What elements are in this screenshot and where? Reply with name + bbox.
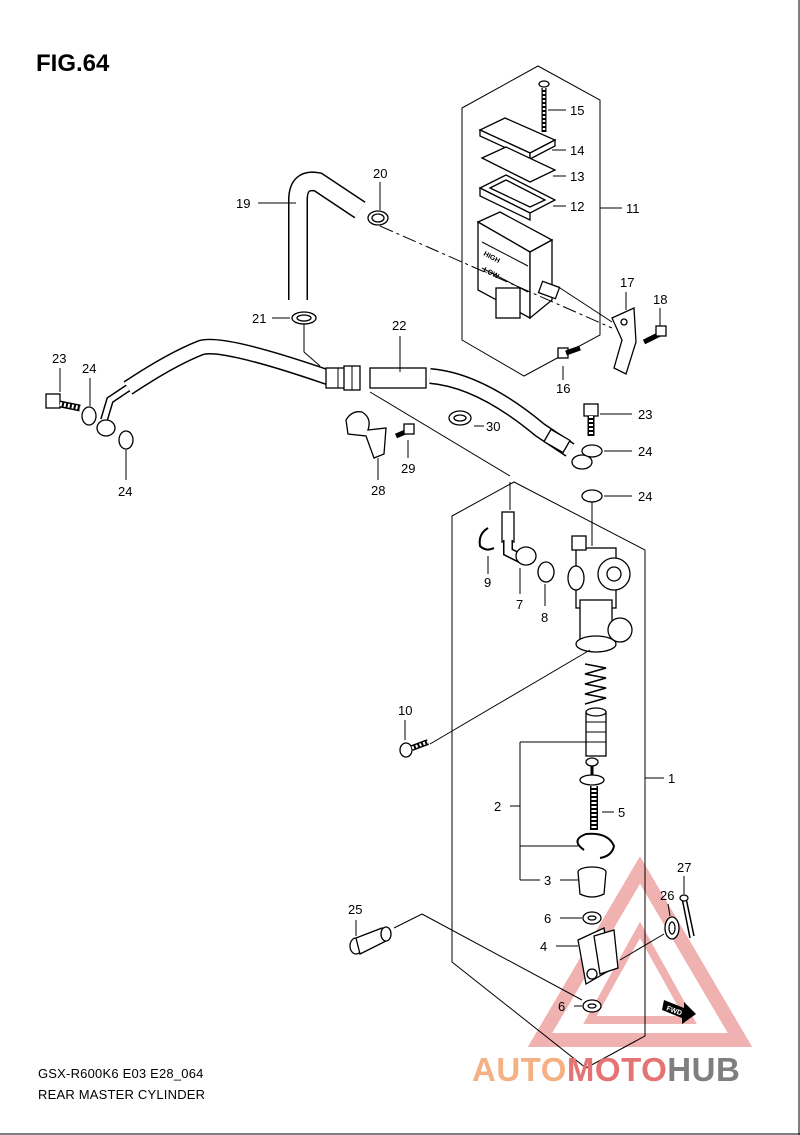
- master-cylinder-group-frame: [451, 481, 646, 1069]
- part-15-screw: [538, 80, 550, 132]
- part-24-washer-d: [581, 489, 603, 503]
- callout-25: 25: [348, 902, 362, 917]
- callout-5: 5: [618, 805, 625, 820]
- part-23-union-bolt-right: [583, 403, 599, 436]
- brand-part-hub: HUB: [667, 1051, 741, 1088]
- part-27-cotter-pin: [679, 894, 695, 939]
- callout-19: 19: [236, 196, 250, 211]
- part-20-hose-clip: [367, 210, 389, 226]
- part-24-washer-a: [81, 406, 97, 426]
- callout-29: 29: [401, 461, 415, 476]
- callout-30: 30: [486, 419, 500, 434]
- callout-24-lower-left: 24: [118, 484, 132, 499]
- part-16-bolt: [557, 345, 581, 359]
- callout-17: 17: [620, 275, 634, 290]
- master-cylinder-body: [567, 535, 633, 653]
- part-8-o-ring: [537, 561, 555, 583]
- callout-12: 12: [570, 199, 584, 214]
- part-25-clevis-pin: [349, 926, 392, 955]
- callout-24-right-lower: 24: [638, 489, 652, 504]
- callout-7: 7: [516, 597, 523, 612]
- callout-8: 8: [541, 610, 548, 625]
- callout-6-lower: 6: [558, 999, 565, 1014]
- part-2-piston-assembly: [585, 707, 607, 757]
- callout-20: 20: [373, 166, 387, 181]
- callout-9: 9: [484, 575, 491, 590]
- part-29-bolt: [395, 423, 415, 439]
- callout-2: 2: [494, 799, 501, 814]
- part-19-reservoir-hose: [288, 171, 366, 300]
- callout-24-upper-left: 24: [82, 361, 96, 376]
- part-26-washer: [664, 916, 680, 940]
- callout-1: 1: [668, 771, 675, 786]
- callout-13: 13: [570, 169, 584, 184]
- part-3-dust-boot: [577, 866, 607, 898]
- part-6-lock-nut-a: [582, 911, 602, 925]
- callout-6-upper: 6: [544, 911, 551, 926]
- part-14-reservoir-cap: [478, 117, 557, 161]
- circlip-ring: [576, 832, 616, 859]
- part-24-washer-c: [581, 444, 603, 458]
- callout-16: 16: [556, 381, 570, 396]
- part-10-mounting-bolt: [399, 739, 430, 758]
- part-6-lock-nut-b: [582, 999, 602, 1013]
- part-23-union-bolt-left: [45, 393, 81, 412]
- assembly-guide-lines: [303, 225, 665, 1001]
- part-18-bolt: [642, 325, 667, 345]
- part-17-bracket: [611, 307, 637, 375]
- callout-28: 28: [371, 483, 385, 498]
- part-7-hose-connector: [501, 511, 537, 566]
- callout-22: 22: [392, 318, 406, 333]
- brand-part-moto: MOTO: [566, 1051, 668, 1088]
- piston-spring: [584, 663, 607, 705]
- callout-3: 3: [544, 873, 551, 888]
- part-13-plate: [480, 146, 557, 183]
- part-30-clip: [448, 410, 472, 426]
- automotohub-logo-text: AUTOMOTOHUB: [472, 1051, 740, 1089]
- reservoir-group-frame: [461, 65, 601, 377]
- callout-27: 27: [677, 860, 691, 875]
- callout-18: 18: [653, 292, 667, 307]
- brand-part-auto: AUTO: [472, 1051, 567, 1088]
- diagram-caption: REAR MASTER CYLINDER: [38, 1087, 206, 1102]
- callout-14: 14: [570, 143, 584, 158]
- callout-15: 15: [570, 103, 584, 118]
- callout-23-right: 23: [638, 407, 652, 422]
- figure-title: FIG.64: [36, 50, 110, 77]
- callout-26: 26: [660, 888, 674, 903]
- part-4-clevis: [577, 927, 619, 986]
- callout-11: 11: [626, 201, 640, 216]
- callout-10: 10: [398, 703, 412, 718]
- reservoir-body: HIGH LOW: [476, 211, 561, 320]
- part-5-push-rod: [579, 757, 605, 830]
- callout-leader-lines: [59, 109, 685, 1007]
- part-28-hose-clamp: [345, 411, 387, 459]
- callout-numbers: 15 14 13 12 11 19 20 21 22 17 18 16 23 2…: [52, 103, 691, 1014]
- part-24-washer-b: [118, 430, 134, 450]
- callout-21: 21: [252, 311, 266, 326]
- callout-4: 4: [540, 939, 547, 954]
- callout-23-left: 23: [52, 351, 66, 366]
- part-9-circlip: [478, 527, 495, 551]
- callout-24-right-upper: 24: [638, 444, 652, 459]
- watermark-logo: [527, 856, 753, 1047]
- model-code: GSX-R600K6 E03 E28_064: [38, 1066, 204, 1081]
- part-12-diaphragm: [478, 174, 557, 222]
- part-22-brake-hose: [96, 338, 593, 470]
- part-21-hose-clip: [291, 311, 317, 325]
